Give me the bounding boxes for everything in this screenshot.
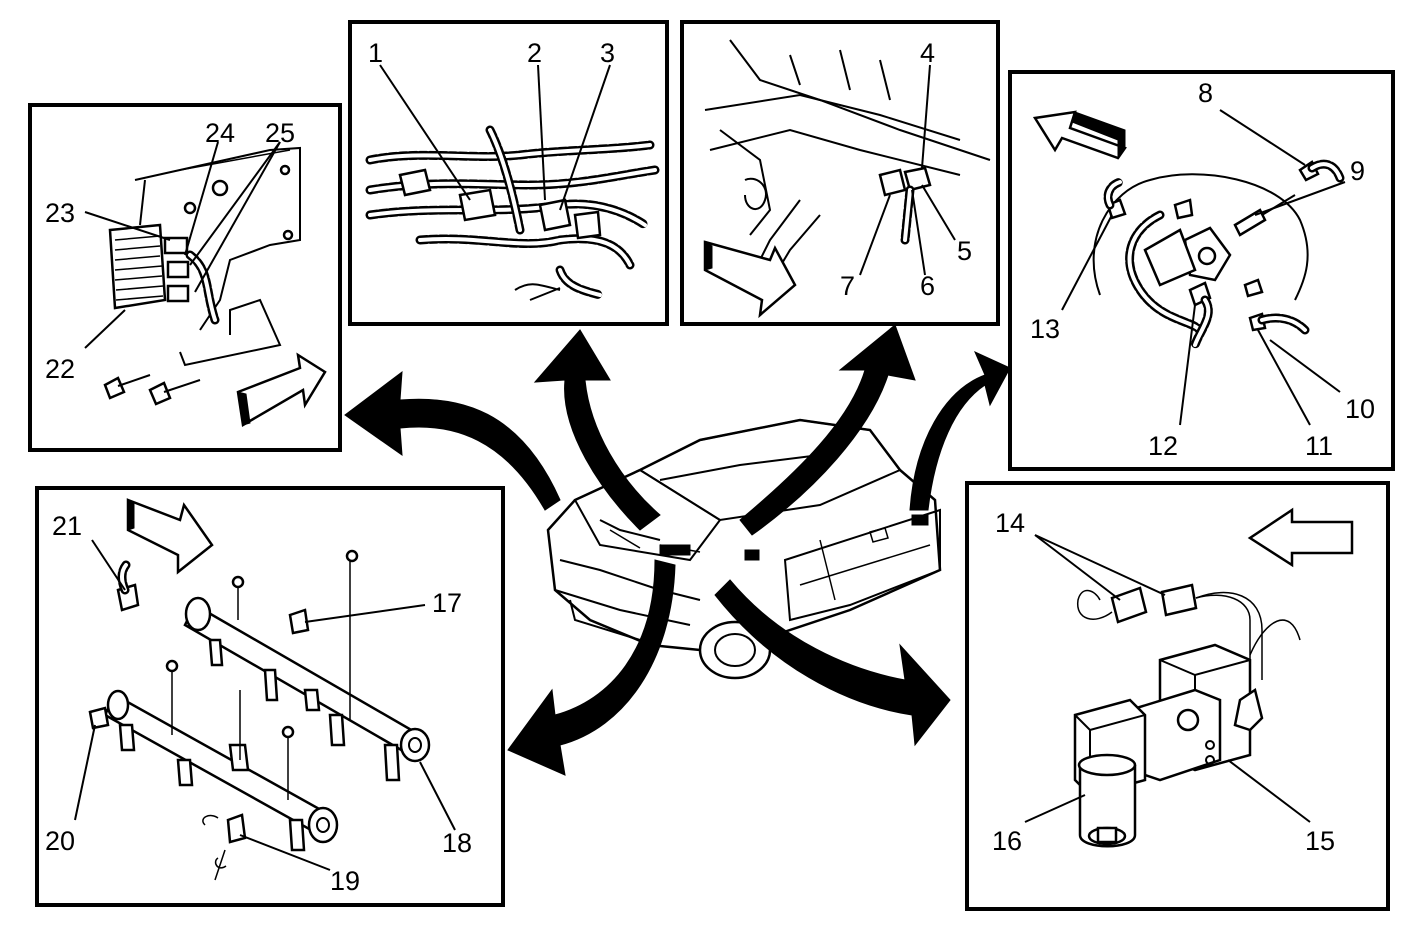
panel-harness-center: 1 2 3 [348, 20, 669, 326]
callout-23: 23 [45, 198, 75, 228]
panel-sender-module: 8 9 10 11 12 13 [1008, 70, 1395, 471]
callout-1: 1 [368, 38, 383, 68]
callout-10: 10 [1345, 394, 1375, 424]
panel-pump-valve: 14 15 16 [965, 481, 1390, 911]
callout-2: 2 [527, 38, 542, 68]
callout-4: 4 [920, 38, 935, 68]
callout-12: 12 [1148, 431, 1178, 461]
callout-5: 5 [957, 236, 972, 266]
direction-arrow-icon [703, 240, 797, 319]
callout-16: 16 [992, 826, 1022, 856]
callout-6: 6 [920, 271, 935, 301]
direction-arrow-icon [1032, 110, 1127, 160]
callout-9: 9 [1350, 156, 1365, 186]
callout-22: 22 [45, 354, 75, 384]
panel-bracket: 23 24 25 22 [28, 103, 342, 452]
callout-17: 17 [432, 588, 462, 618]
callout-20: 20 [45, 826, 75, 856]
callout-13: 13 [1030, 314, 1060, 344]
direction-arrow-icon [1247, 507, 1354, 568]
callout-25: 25 [265, 118, 295, 148]
callout-7: 7 [840, 271, 855, 301]
pointer-arrow-icon [344, 324, 1011, 776]
panel-fuel-rail: 21 17 18 19 20 [35, 486, 505, 907]
callout-18: 18 [442, 828, 472, 858]
callout-19: 19 [330, 866, 360, 896]
direction-arrow-icon [236, 352, 327, 428]
callout-21: 21 [52, 511, 82, 541]
direction-arrow-icon [126, 498, 214, 575]
callout-15: 15 [1305, 826, 1335, 856]
callout-8: 8 [1198, 78, 1213, 108]
callout-3: 3 [600, 38, 615, 68]
panel-harness-front: 4 5 6 7 [680, 20, 1000, 326]
callout-11: 11 [1305, 431, 1333, 461]
callout-24: 24 [205, 118, 235, 148]
callout-14: 14 [995, 508, 1025, 538]
